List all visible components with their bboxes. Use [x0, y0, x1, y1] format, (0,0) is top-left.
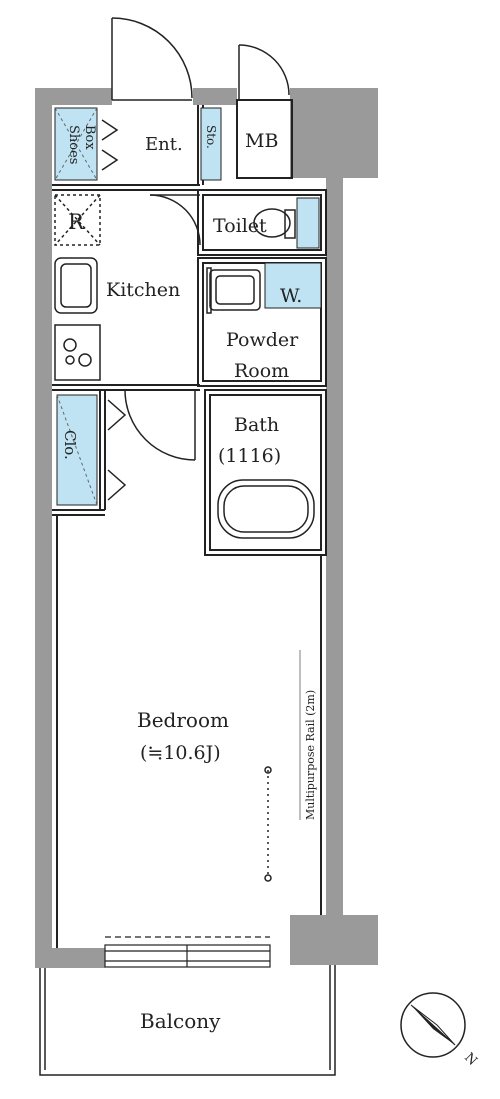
shoes-box-label-1: Shoes [66, 125, 81, 164]
storage-label: Sto. [204, 125, 218, 149]
bedroom-size-label: (≒10.6J) [140, 742, 221, 764]
bedroom-label: Bedroom [137, 708, 229, 732]
bath-size-label: (1116) [218, 445, 281, 467]
balcony-label: Balcony [140, 1009, 221, 1033]
meter-box-label: MB [245, 130, 278, 152]
doors [101, 17, 290, 501]
bath-label: Bath [234, 414, 279, 436]
entrance-label: Ent. [145, 134, 183, 155]
rail-label: Multipurpose Rail (2m) [304, 690, 317, 820]
rail-line [264, 650, 301, 882]
toilet-label: Toilet [213, 215, 267, 237]
refrigerator-label: R [68, 210, 85, 234]
interior-walls [52, 99, 327, 948]
balcony-outline [39, 965, 336, 1076]
exterior-walls [35, 88, 378, 968]
kitchen-label: Kitchen [106, 279, 180, 301]
window [104, 936, 271, 968]
compass-north-label: N [461, 1050, 480, 1069]
shoes-box-label-2: Box [82, 125, 97, 150]
powder-room-label-2: Room [234, 360, 289, 382]
fixtures [54, 194, 315, 539]
compass [400, 992, 466, 1058]
washer-label: W. [280, 285, 302, 307]
closet-label: Clo. [61, 430, 79, 460]
powder-room-label-1: Powder [226, 329, 299, 351]
